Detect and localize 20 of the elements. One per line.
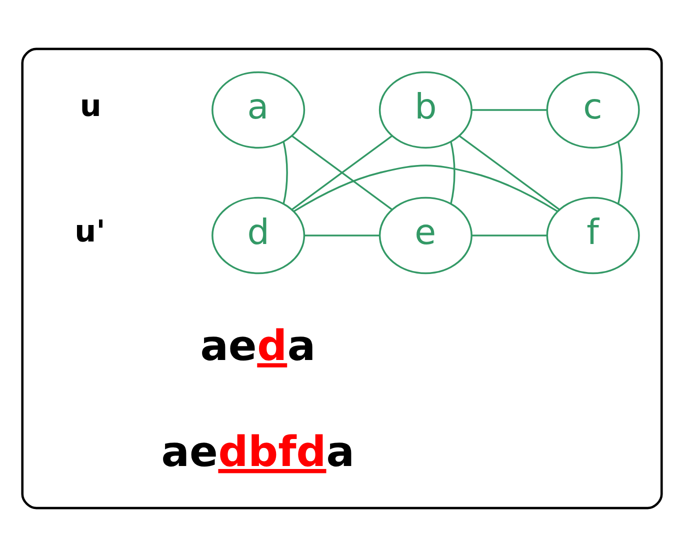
- node-ellipse: b: [378, 71, 472, 149]
- cluster: [21, 48, 663, 510]
- label: u: [80, 89, 102, 124]
- connector: [450, 141, 456, 204]
- label: aedbfda: [161, 426, 355, 476]
- label: aeda: [200, 321, 316, 370]
- connector: [293, 164, 558, 212]
- connector: [282, 141, 288, 204]
- label: u': [74, 214, 106, 250]
- connector: [472, 234, 548, 236]
- connector: [459, 135, 560, 210]
- connector: [472, 109, 548, 111]
- node-ellipse: f: [546, 196, 640, 274]
- node-ellipse: c: [546, 71, 640, 149]
- node-ellipse: a: [212, 71, 306, 149]
- node-ellipse: d: [212, 196, 306, 274]
- connector: [617, 141, 623, 204]
- node-ellipse: e: [378, 196, 472, 274]
- connector: [292, 135, 392, 210]
- connector: [304, 234, 380, 236]
